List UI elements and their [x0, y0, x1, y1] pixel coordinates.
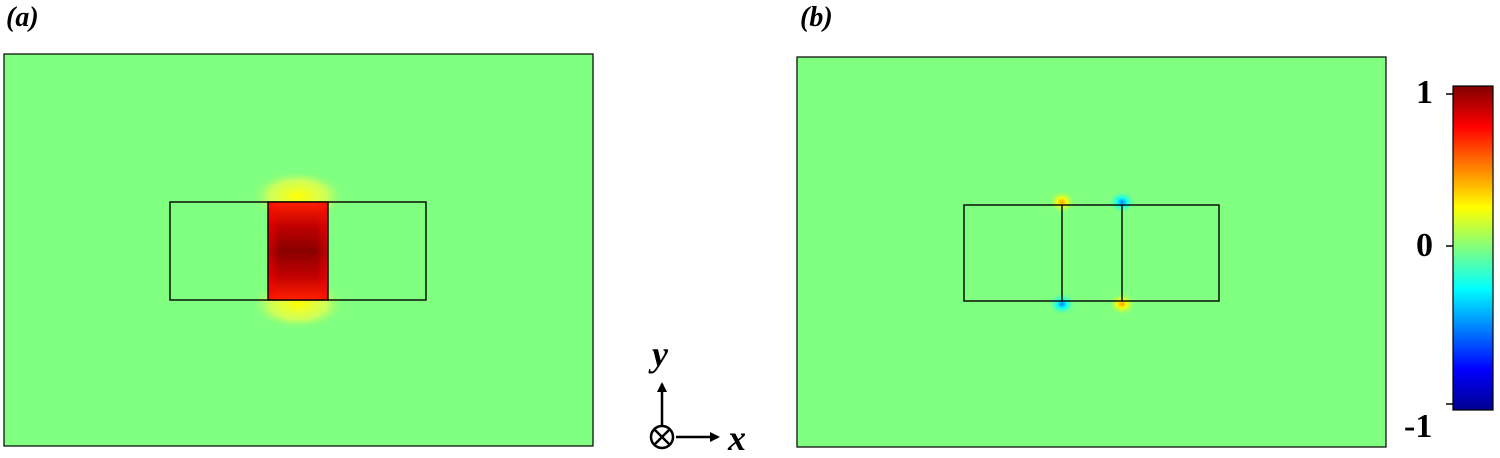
panel-a-field-map	[3, 53, 594, 447]
panel-b-label: (b)	[800, 2, 833, 33]
x-axis-label: x	[728, 418, 746, 458]
colorbar-gradient	[1452, 85, 1494, 411]
panel-b-background	[796, 56, 1387, 448]
panel-a-label: (a)	[6, 2, 39, 33]
panel-b-yellow-spot-top	[1048, 190, 1076, 214]
panel-b-dielectric-box	[963, 204, 1220, 302]
colorbar-max-label: 1	[1416, 74, 1433, 111]
coordinate-axes	[649, 382, 720, 450]
y-axis-label: y	[652, 334, 668, 374]
panel-b-yellow-spot-bottom	[1108, 292, 1136, 316]
panel-a-gap-field-edge	[267, 201, 329, 301]
panel-b-blue-spot-bottom	[1048, 292, 1076, 316]
colorbar-min-label: -1	[1404, 408, 1433, 445]
z-axis-cross-2	[653, 428, 671, 446]
colorbar	[1446, 85, 1494, 411]
panel-b-field-map	[796, 56, 1387, 448]
colorbar-mid-label: 0	[1416, 227, 1433, 264]
panel-b-blue-spot-top	[1108, 190, 1136, 214]
